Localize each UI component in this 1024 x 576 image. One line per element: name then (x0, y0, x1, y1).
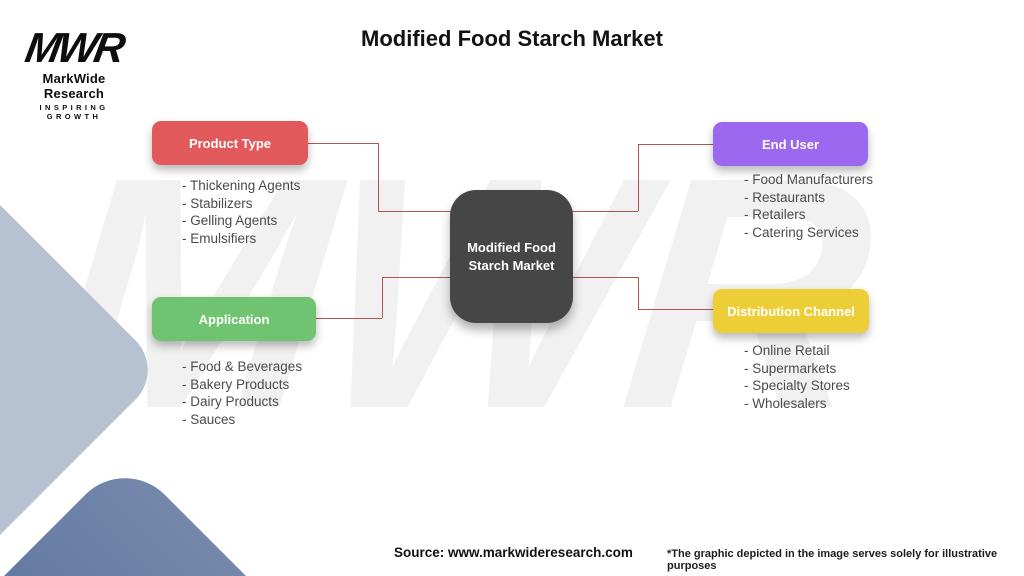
connector-application-h2 (382, 277, 451, 278)
distribution-channel-items: - Online Retail - Supermarkets - Special… (744, 342, 850, 412)
connector-product-type-h1 (307, 143, 378, 144)
connector-product-type-h2 (378, 211, 451, 212)
product-type-items: - Thickening Agents - Stabilizers - Gell… (182, 177, 300, 247)
list-item: - Food & Beverages (182, 359, 303, 374)
logo-tagline: INSPIRING GROWTH (39, 103, 109, 122)
list-item: - Online Retail (744, 343, 830, 358)
connector-product-type-v (378, 143, 379, 211)
node-product-type-label: Product Type (188, 135, 272, 151)
list-item: - Food Manufacturers (744, 172, 874, 187)
disclaimer-text: *The graphic depicted in the image serve… (667, 548, 998, 572)
list-item: - Wholesalers (744, 395, 827, 411)
page-title: Modified Food Starch Market (361, 26, 663, 51)
node-application: Application (152, 297, 316, 341)
connector-distribution-h2 (638, 309, 714, 310)
list-item: - Gelling Agents (182, 213, 278, 229)
logo-company-name: MarkWide Research (42, 71, 106, 102)
connector-end-user-h1 (572, 211, 638, 212)
list-item: - Thickening Agents (182, 178, 301, 193)
node-end-user-label: End User (761, 136, 820, 152)
list-item: - Catering Services (744, 224, 859, 240)
connector-application-v (382, 277, 383, 318)
center-node: Modified Food Starch Market (450, 190, 573, 323)
node-distribution-channel: Distribution Channel (713, 289, 869, 333)
connector-distribution-h1 (572, 277, 638, 278)
list-item: - Retailers (744, 207, 806, 223)
connector-end-user-v (638, 144, 639, 211)
node-product-type: Product Type (152, 121, 308, 165)
markwide-logo: MWR MarkWide Research INSPIRING GROWTH (18, 24, 130, 122)
list-item: - Sauces (182, 411, 236, 427)
list-item: - Restaurants (744, 189, 826, 205)
list-item: - Specialty Stores (744, 378, 850, 394)
list-item: - Supermarkets (744, 360, 837, 376)
list-item: - Dairy Products (182, 394, 279, 410)
application-items: - Food & Beverages - Bakery Products - D… (182, 358, 302, 428)
node-distribution-channel-label: Distribution Channel (727, 303, 855, 319)
center-node-label: Modified Food Starch Market (467, 239, 556, 273)
connector-application-h1 (316, 318, 382, 319)
connector-end-user-h2 (638, 144, 714, 145)
list-item: - Bakery Products (182, 376, 290, 392)
source-text: Source: www.markwideresearch.com (394, 545, 633, 560)
node-application-label: Application (198, 311, 270, 327)
list-item: - Stabilizers (182, 195, 253, 211)
end-user-items: - Food Manufacturers - Restaurants - Ret… (744, 171, 873, 241)
connector-distribution-v (638, 277, 639, 309)
list-item: - Emulsifiers (182, 230, 257, 246)
node-end-user: End User (713, 122, 868, 166)
